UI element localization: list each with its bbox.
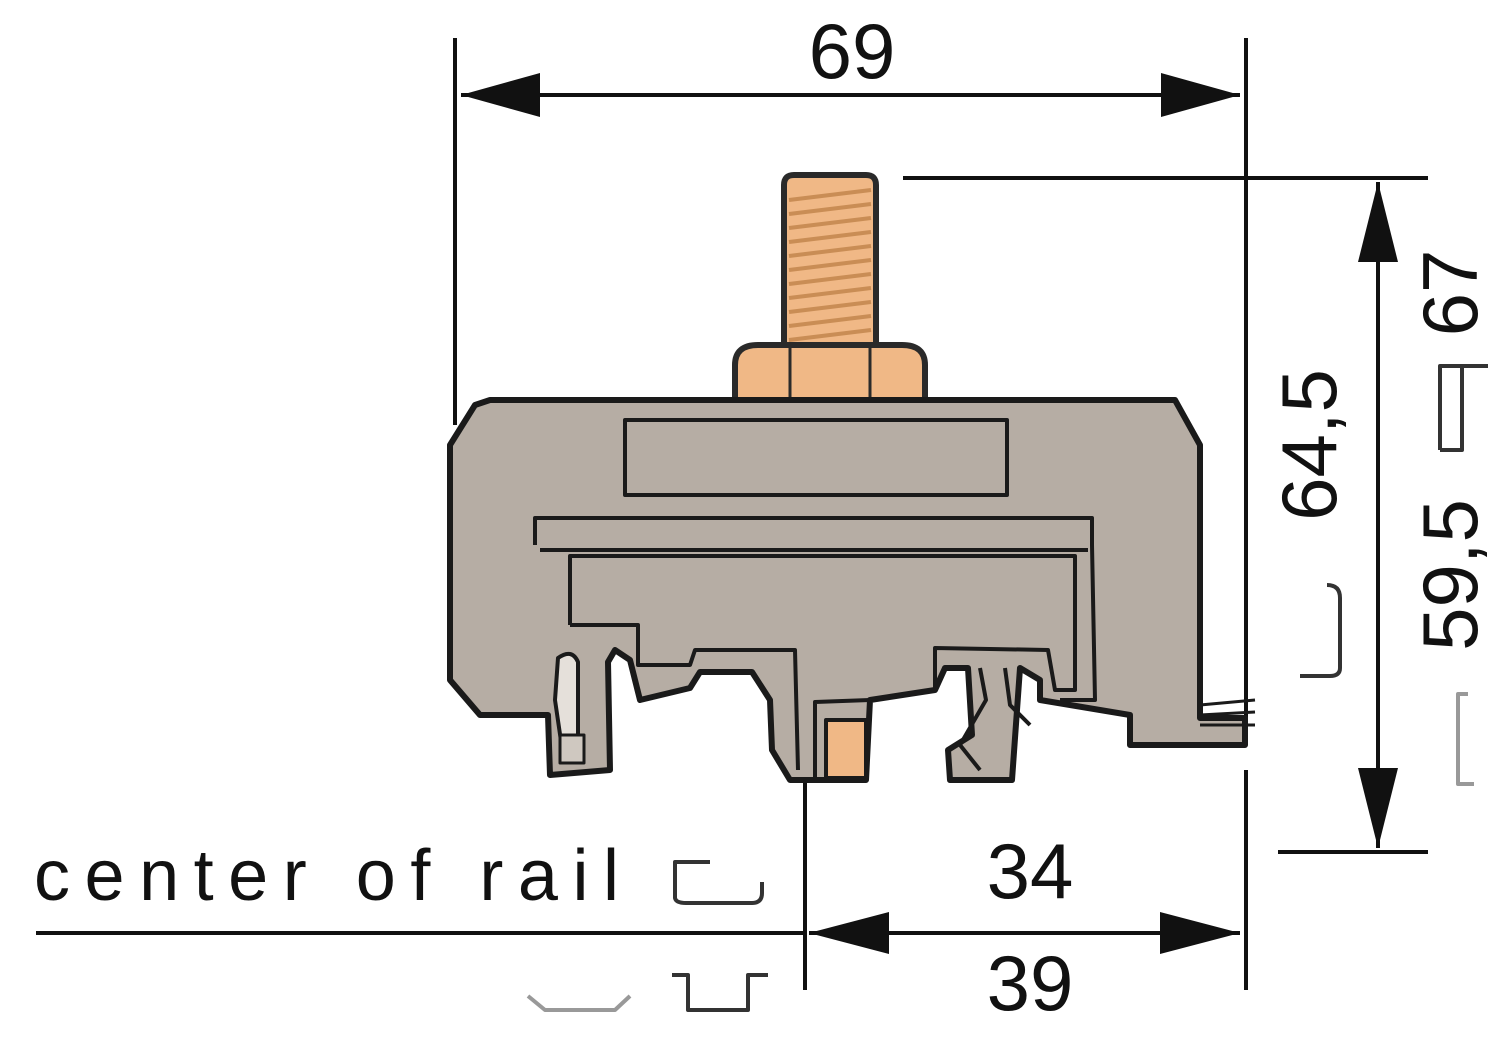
rail-symbol-59-5 bbox=[1456, 692, 1474, 786]
rail-symbol-center bbox=[673, 860, 764, 905]
rail-contact bbox=[824, 718, 868, 780]
inner-frame-inner bbox=[568, 554, 1077, 780]
stud-bolt bbox=[732, 172, 928, 403]
dim-label-59-5: 59,5 bbox=[1406, 499, 1494, 651]
center-of-rail-label: center of rail bbox=[34, 836, 619, 916]
rail-symbol-64-5 bbox=[1300, 583, 1342, 678]
label-window bbox=[623, 418, 1009, 497]
rail-symbol-bottom-flat bbox=[526, 994, 632, 1012]
rail-symbol-bottom-hat bbox=[672, 973, 768, 1012]
bolt-thread bbox=[788, 188, 872, 342]
dim-label-39: 39 bbox=[987, 939, 1074, 1027]
dim-label-64-5: 64,5 bbox=[1265, 369, 1353, 521]
dim-label-34: 34 bbox=[987, 827, 1074, 915]
dim-label-67: 67 bbox=[1406, 250, 1494, 337]
rail-symbol-67 bbox=[1440, 364, 1488, 452]
nut bbox=[732, 342, 928, 403]
dim-label-69: 69 bbox=[809, 7, 896, 95]
rail-symbols bbox=[526, 364, 1488, 1012]
inner-frame-outer bbox=[533, 516, 1097, 702]
dimension-lines bbox=[461, 73, 1398, 954]
terminal-housing bbox=[447, 397, 1256, 783]
